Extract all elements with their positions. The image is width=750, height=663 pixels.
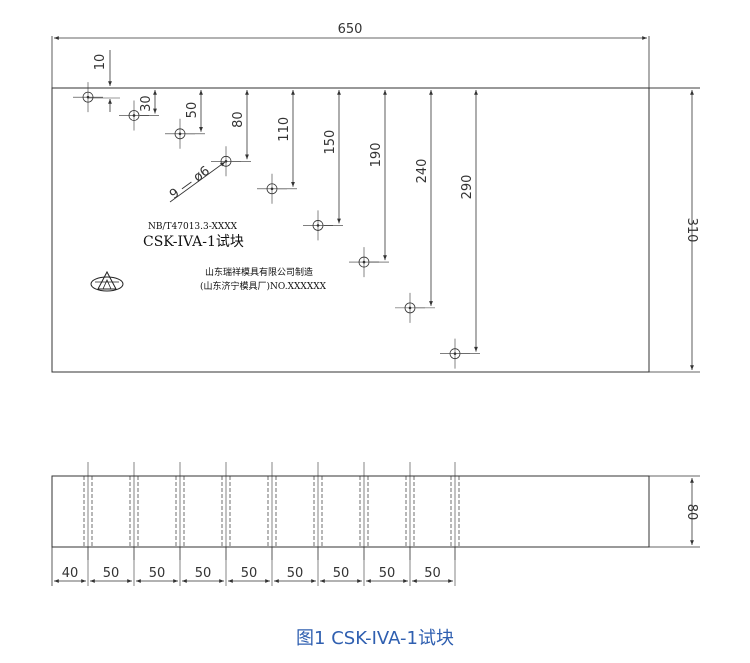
hole-depth-label: 50 — [185, 102, 200, 119]
hole-depth-label: 240 — [415, 159, 430, 184]
top-offset-dimension: 10 — [88, 50, 120, 112]
spacing-dimension: 50 — [366, 547, 411, 586]
hole-depth-dimension: 150 — [323, 90, 343, 226]
side-hole — [405, 462, 415, 560]
side-hole — [313, 462, 323, 560]
side-hole — [267, 462, 277, 560]
block-name: CSK-IVA-1试块 — [143, 234, 244, 250]
hole-spec-label: 9 — ø6 — [167, 164, 213, 203]
hole-depth-label: 290 — [460, 175, 475, 200]
spacing-label: 50 — [333, 566, 350, 581]
spacing-dimension: 50 — [135, 547, 181, 586]
side-hole — [83, 462, 93, 560]
hole-depth-label: 30 — [139, 95, 154, 112]
spacing-dimension: 50 — [181, 547, 227, 586]
side-hole — [175, 462, 185, 560]
spacing-dimension: 50 — [412, 547, 456, 586]
spacing-dimension: 40 — [54, 547, 89, 586]
thickness-label: 80 — [684, 504, 699, 521]
side-hole — [450, 462, 460, 560]
spacing-dimension: 50 — [227, 547, 273, 586]
spacing-label: 50 — [287, 566, 304, 581]
spacing-label: 50 — [424, 566, 441, 581]
hole-depth-dimension: 240 — [415, 90, 435, 309]
hole — [73, 82, 103, 113]
hole-depth-dimension: 30 — [139, 90, 159, 116]
hole-depth-dimension: 80 — [231, 90, 251, 162]
spacing-label: 50 — [103, 566, 120, 581]
side-hole — [359, 462, 369, 560]
spacing-label: 50 — [241, 566, 258, 581]
side-drilled-holes: 30 50 80 110 150 190 240 290 — [52, 82, 700, 369]
hole-depth-label: 190 — [369, 143, 384, 168]
overall-height-label: 310 — [684, 218, 699, 243]
overall-length-label: 650 — [338, 22, 363, 37]
spacing-dimension: 50 — [90, 547, 135, 586]
hole-depth-label: 110 — [277, 117, 292, 142]
hole-depth-dimension: 290 — [460, 90, 480, 354]
maker-sub: (山东济宁模具厂)NO.XXXXXX — [200, 280, 327, 292]
overall-height-dimension: 310 — [649, 87, 700, 373]
side-hole — [221, 462, 231, 560]
hole-spacing-dimensions: 40 50 50 50 50 50 50 50 50 — [54, 547, 456, 586]
hole-depth-dimension: 190 — [369, 90, 389, 263]
side-hole — [129, 462, 139, 560]
spacing-label: 50 — [195, 566, 212, 581]
front-view-outline — [51, 87, 650, 373]
thickness-dimension: 80 — [649, 475, 700, 548]
side-view-outline — [51, 475, 650, 548]
hole-spec-leader: 9 — ø6 — [167, 161, 226, 203]
hole-depth-label: 80 — [231, 111, 246, 128]
maker-logo-icon — [90, 270, 124, 292]
spacing-dimension: 50 — [274, 547, 319, 586]
hole-depth-dimension: 50 — [185, 90, 205, 135]
top-offset-label: 10 — [93, 54, 108, 71]
spacing-label: 50 — [149, 566, 166, 581]
spacing-label: 50 — [379, 566, 396, 581]
figure-caption: 图1 CSK-IVA-1试块 — [296, 628, 454, 649]
maker-name: 山东瑞祥模具有限公司制造 — [205, 266, 313, 278]
standard-number: NB/T47013.3-XXXX — [148, 222, 238, 232]
side-view-holes — [83, 462, 460, 560]
hole-depth-label: 150 — [323, 130, 338, 155]
spacing-dimension: 50 — [320, 547, 365, 586]
spacing-label: 40 — [62, 566, 79, 581]
overall-length-dimension: 650 — [51, 22, 650, 88]
hole-depth-dimension: 110 — [277, 90, 297, 190]
